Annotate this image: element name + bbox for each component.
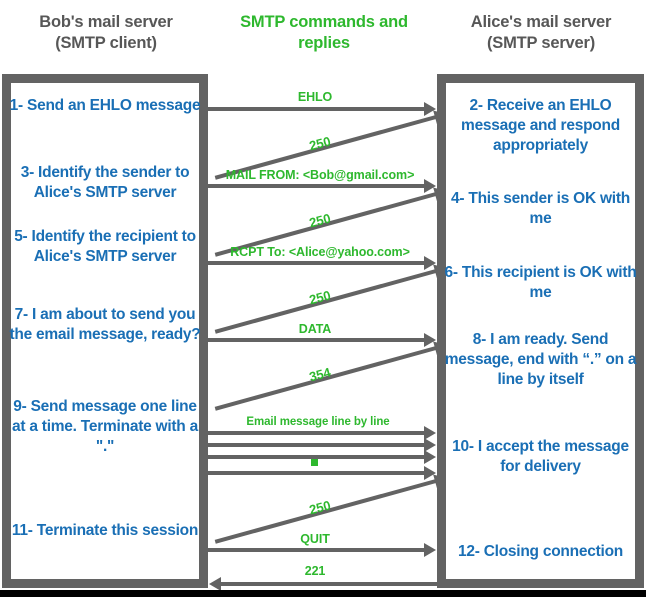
client-step-3: 3- Identify the sender to Alice's SMTP s… [20,164,190,201]
client-step-1: 1- Send an EHLO message [9,97,201,114]
arrow-ehlo [208,102,436,116]
bottom-strip [0,590,646,597]
client-step-11: 11- Terminate this session [11,522,199,539]
arrow-email-line-1 [208,426,436,440]
server-step-10: 10- I accept the message for delivery [452,438,629,475]
server-box: 2- Receive an EHLO message and respond a… [437,74,644,588]
arrow-mail-from [208,179,436,193]
server-box-inner: 2- Receive an EHLO message and respond a… [445,83,637,579]
server-step-2: 2- Receive an EHLO message and respond a… [461,97,620,154]
label-mail-from: MAIL FROM: <Bob@gmail.com> [225,168,415,182]
arrow-email-line-4 [208,466,436,480]
arrow-rcpt-to [208,256,436,270]
arrow-email-line-3 [208,450,436,464]
label-reply-250-b: 250 [307,210,333,231]
message-lane: EHLO 250 MAIL FROM: <Bob@gmail.com> 250 … [208,74,449,591]
label-data: DATA [298,322,332,336]
center-heading-line1: SMTP commands and [240,13,408,31]
label-reply-250-d: 250 [307,497,333,518]
server-heading-line2: (SMTP server) [486,34,596,52]
client-box-inner: 1- Send an EHLO message 3- Identify the … [9,83,201,579]
client-step-7: 7- I am about to send you the email mess… [9,306,201,343]
server-step-6: 6- This recipient is OK with me [444,264,637,301]
label-reply-354: 354 [307,364,333,385]
label-reply-250-c: 250 [307,287,333,308]
client-heading-line1: Bob's mail server [39,13,173,31]
center-column-heading: SMTP commands and replies [218,12,430,54]
label-reply-250-a: 250 [307,133,333,154]
server-column-heading: Alice's mail server (SMTP server) [440,12,642,54]
label-ehlo: EHLO [297,90,333,104]
terminator-dot-marker [311,459,318,466]
client-column-heading: Bob's mail server (SMTP client) [6,12,206,54]
center-heading-line2: replies [298,34,350,52]
server-heading-line1: Alice's mail server [470,13,612,31]
arrow-email-line-2 [208,438,436,452]
arrow-data [208,333,436,347]
label-rcpt-to: RCPT To: <Alice@yahoo.com> [230,245,410,259]
server-step-4: 4- This sender is OK with me [451,190,630,227]
client-step-9: 9- Send message one line at a time. Term… [12,398,198,455]
server-step-12: 12- Closing connection [457,543,623,560]
client-box: 1- Send an EHLO message 3- Identify the … [2,74,208,588]
client-step-5: 5- Identify the recipient to Alice's SMT… [14,228,196,265]
client-heading-line2: (SMTP client) [55,34,157,52]
label-quit: QUIT [300,532,330,546]
arrow-reply-221 [209,577,437,591]
label-reply-221: 221 [304,564,326,578]
server-step-8: 8- I am ready. Send message, end with “.… [444,331,637,388]
arrow-quit [208,543,436,557]
label-email-body: Email message line by line [246,416,390,428]
